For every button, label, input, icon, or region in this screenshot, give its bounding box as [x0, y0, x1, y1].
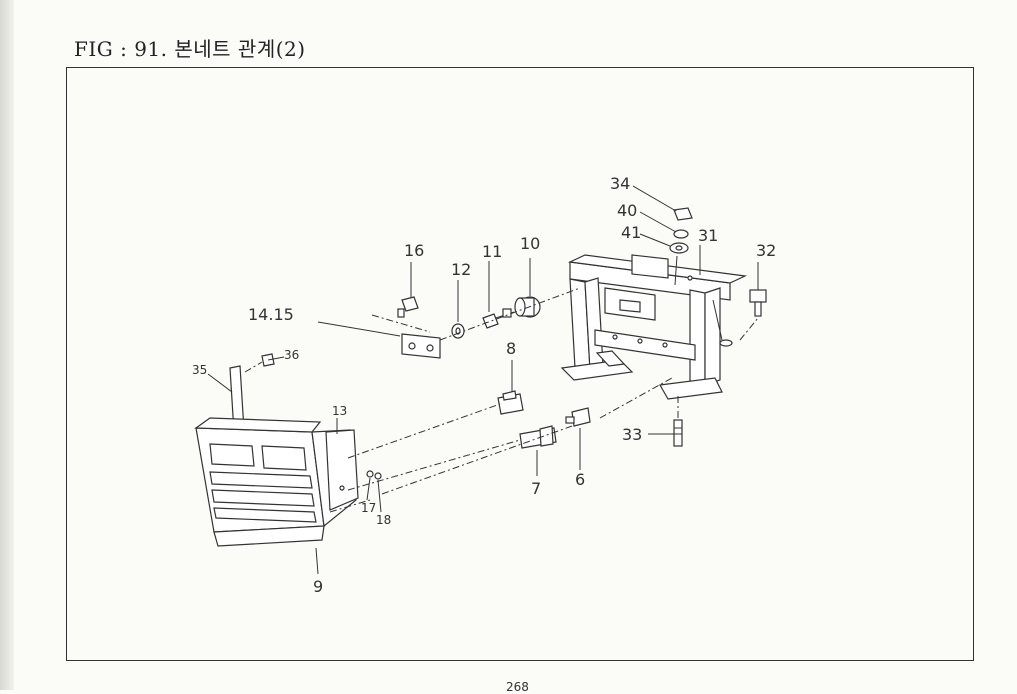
- callout-41: 41: [621, 223, 641, 242]
- callout-7: 7: [531, 479, 541, 498]
- bracket-8: [497, 390, 524, 415]
- align-line-lower: [381, 425, 573, 495]
- callout-18: 18: [376, 513, 391, 527]
- mount-parts: [371, 287, 581, 359]
- callout-14-15: 14.15: [248, 305, 294, 324]
- nut-washer-stack: [669, 207, 693, 286]
- page-number: 268: [506, 680, 529, 694]
- callout-40: 40: [617, 201, 637, 220]
- callout-6: 6: [575, 470, 585, 489]
- callout-36: 36: [284, 348, 299, 362]
- stud-bolt-33: [673, 396, 683, 447]
- callout-17: 17: [361, 501, 376, 515]
- callout-13: 13: [332, 404, 347, 418]
- callout-9: 9: [313, 577, 323, 596]
- bolt-32: [719, 289, 767, 347]
- callout-10: 10: [520, 234, 540, 253]
- scan-edge: [0, 0, 14, 690]
- leader-lines: [207, 185, 759, 575]
- diagram-frame: [66, 67, 974, 661]
- callout-16: 16: [404, 241, 424, 260]
- callout-35: 35: [192, 363, 207, 377]
- figure-title: FIG : 91. 본네트 관계(2): [74, 37, 306, 61]
- support-frame: [560, 254, 748, 400]
- callout-33: 33: [622, 425, 642, 444]
- align-line-upper: [347, 403, 501, 459]
- callout-8: 8: [506, 339, 516, 358]
- callout-31: 31: [698, 226, 718, 245]
- align-line-grille: [329, 499, 371, 513]
- callout-32: 32: [756, 241, 776, 260]
- front-grille: [194, 417, 382, 547]
- align-line-middle: [347, 439, 521, 491]
- callout-11: 11: [482, 242, 502, 261]
- callout-12: 12: [451, 260, 471, 279]
- align-line-bolt: [599, 377, 673, 419]
- callout-34: 34: [610, 174, 630, 193]
- bracket-35: [229, 353, 275, 433]
